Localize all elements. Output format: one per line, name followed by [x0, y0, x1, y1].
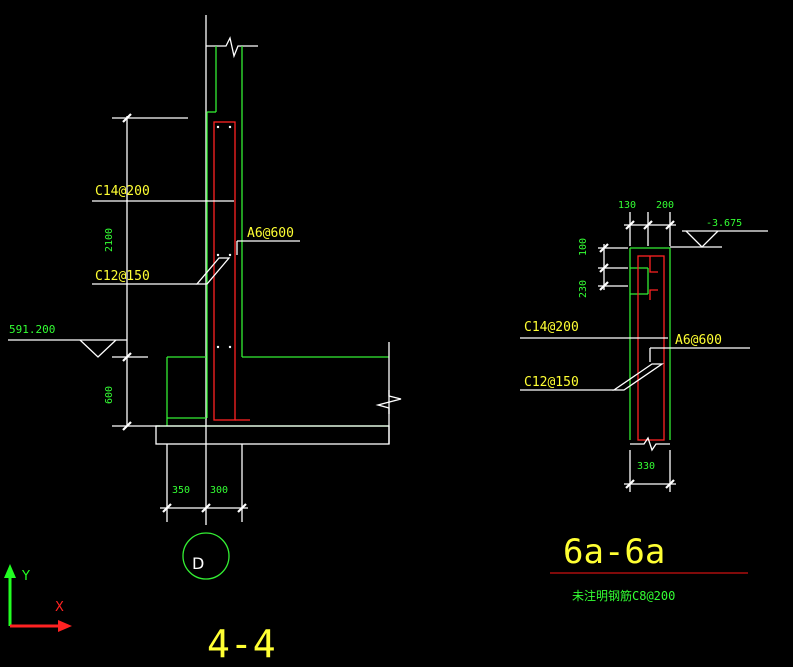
base-slab: [155, 425, 390, 445]
rebar-label-horizontal: C12@150: [95, 269, 150, 284]
dim-bottom-left: [160, 444, 248, 522]
section-title-left: 4-4: [207, 622, 276, 666]
section-6a-6a: 130 200 -3.675 100 230 C14@200 A6@600: [520, 200, 768, 603]
rebar-label-tie-right: A6@600: [675, 333, 722, 348]
tie-symbol: [195, 257, 231, 285]
dim-bottom-right: [624, 450, 676, 492]
dim-label-base-right: 300: [210, 485, 228, 496]
tie-symbol-right: [611, 363, 665, 391]
dim-label-base-left: 350: [172, 485, 190, 496]
ucs-x-label: X: [55, 600, 64, 615]
dim-label-top-right: 200: [656, 200, 674, 211]
elevation-label-left: 591.200: [9, 323, 55, 336]
section-title-right: 6a-6a: [563, 532, 665, 572]
ucs-x-arrow: [58, 620, 72, 632]
dim-top-right: [624, 212, 676, 246]
dim-vertical-left: [112, 113, 188, 431]
dim-label-top-left: 130: [618, 200, 636, 211]
wall-outline-right: [629, 247, 671, 440]
rebar-label-vertical-right: C14@200: [524, 320, 579, 335]
elevation-marker-left: [8, 339, 127, 358]
dim-label-lower: 600: [104, 386, 115, 404]
ucs-icon: Y X: [4, 564, 72, 632]
reinforcement-note: 未注明钢筋C8@200: [572, 588, 675, 603]
dim-label-upper: 2100: [104, 228, 115, 252]
elevation-marker-right: [670, 230, 768, 248]
ucs-y-label: Y: [21, 569, 30, 584]
ucs-y-arrow: [4, 564, 16, 578]
dim-label-left-top: 100: [578, 238, 589, 256]
rebar-cage: [213, 121, 250, 421]
break-line-bottom-right: [630, 436, 670, 452]
break-line-top: [206, 36, 258, 59]
section-4-4: 2100 600 591.200 C14@200 C12@150 A6@600 …: [8, 15, 402, 666]
elevation-label-right: -3.675: [706, 218, 742, 229]
axis-bubble-label: D: [192, 554, 204, 573]
dim-left-right-section: [598, 243, 628, 291]
dim-label-left-bottom: 230: [578, 280, 589, 298]
rebar-label-vertical: C14@200: [95, 184, 150, 199]
rebar-label-tie: A6@600: [247, 226, 294, 241]
dim-label-bottom-right: 330: [637, 461, 655, 472]
axis-bubble: [182, 532, 230, 580]
break-line-right: [375, 390, 402, 414]
rebar-label-horizontal-right: C12@150: [524, 375, 579, 390]
